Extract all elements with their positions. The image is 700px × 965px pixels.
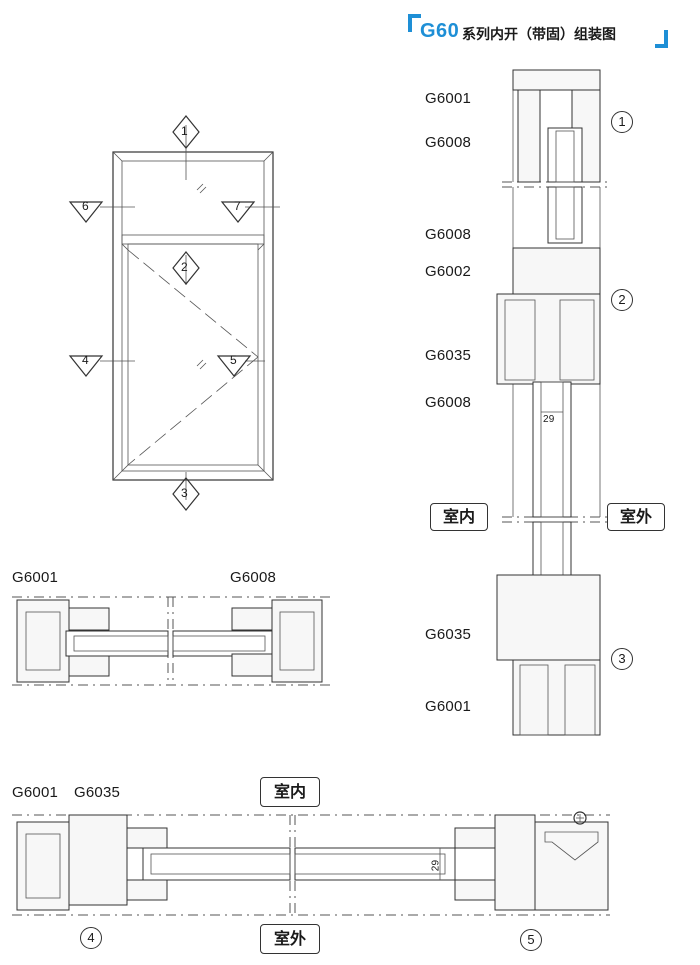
title-bracket-left [408, 14, 421, 32]
vsection-label-g6008-1: G6008 [425, 134, 472, 151]
vsection-label-g6001-top: G6001 [425, 90, 472, 107]
vsection-node-3: 3 [611, 648, 633, 670]
window-elevation [68, 115, 280, 511]
fixed-section-label-left: G6001 [12, 569, 59, 586]
sash-section-node-4: 4 [80, 927, 102, 949]
vsection-node-2: 2 [611, 289, 633, 311]
sash-section-interior-label: 室内 [260, 777, 320, 807]
title-text: 系列内开（带固）组装图 [462, 27, 616, 43]
section-marker-5: 5 [230, 353, 237, 367]
title-series: G60 [420, 20, 460, 42]
vsection-label-g6035-2: G6035 [425, 626, 472, 643]
section-marker-7: 7 [234, 199, 241, 213]
sash-section-node-5: 5 [520, 929, 542, 951]
vsection-label-g6008-3: G6008 [425, 394, 472, 411]
diagram-title: G60 系列内开（带固）组装图 [408, 14, 668, 48]
section-marker-1: 1 [181, 124, 188, 138]
vsection-label-g6001-bottom: G6001 [425, 698, 472, 715]
sash-section-exterior-label: 室外 [260, 924, 320, 954]
vsection-interior-label: 室内 [430, 503, 488, 531]
fixed-horizontal-section [12, 596, 330, 686]
sash-section-label-g6035: G6035 [74, 784, 121, 801]
sash-section-glass-dim: 29 [430, 859, 442, 872]
section-marker-2: 2 [181, 260, 188, 274]
vsection-node-1: 1 [611, 111, 633, 133]
sash-horizontal-section [12, 811, 610, 916]
vertical-section [496, 69, 607, 736]
sash-section-label-g6001: G6001 [12, 784, 59, 801]
vsection-label-g6035-1: G6035 [425, 347, 472, 364]
vsection-label-g6002: G6002 [425, 263, 472, 280]
vsection-exterior-label: 室外 [607, 503, 665, 531]
vsection-label-g6008-2: G6008 [425, 226, 472, 243]
fixed-section-label-right: G6008 [230, 569, 277, 586]
vsection-glass-dim: 29 [543, 414, 555, 425]
section-marker-3: 3 [181, 486, 188, 500]
section-marker-6: 6 [82, 199, 89, 213]
section-marker-4: 4 [82, 353, 89, 367]
title-bracket-right [655, 30, 668, 48]
